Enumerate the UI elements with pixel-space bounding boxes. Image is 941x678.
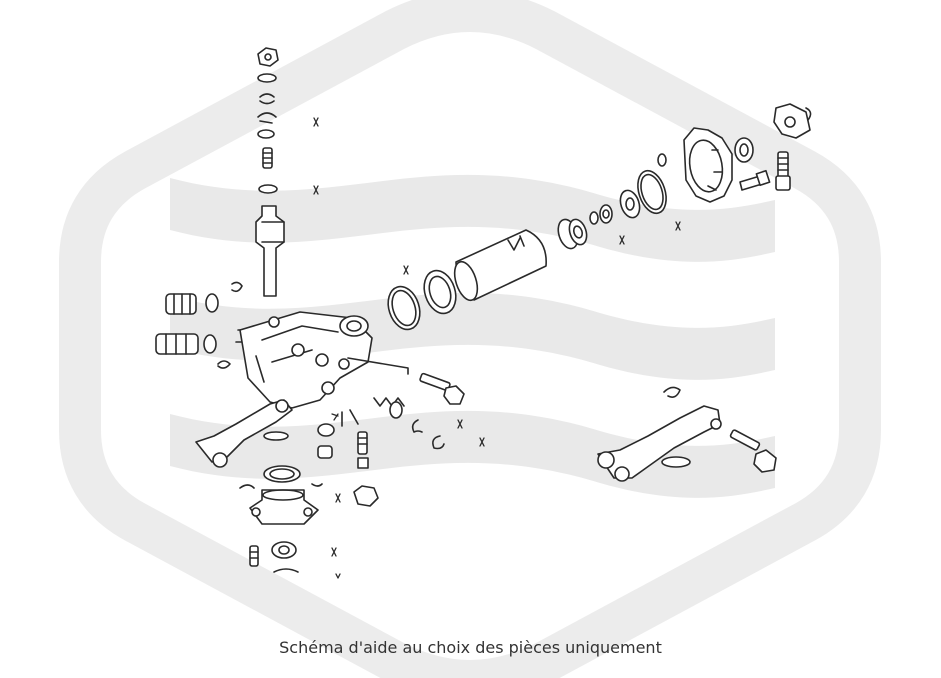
cap-screw [777,151,789,179]
housing-boss-4 [338,358,350,370]
gear-housing [239,311,409,409]
top-washer-1 [257,73,277,83]
top-washer-2 [257,129,275,139]
arm-alt-washer [661,456,691,468]
sector-shaft-parts [239,465,341,579]
sector-clip [239,483,323,489]
cylinder-seal-ring-1 [387,285,421,331]
tiny-ring [657,153,667,167]
end-cover-assembly [683,103,812,203]
plug [317,445,333,459]
lock-nut [353,485,379,507]
yoke-bracket [773,103,811,139]
small-washer-1 [589,211,599,225]
arm-clamp-bolt-head [753,449,777,473]
fitting-clip [231,281,243,293]
housing-boss-5 [321,381,335,395]
small-washer-2 [599,204,613,224]
housing-boss-3 [315,353,329,367]
arm-washer [263,431,289,441]
side-cover [249,489,319,525]
arm-clip [663,386,681,398]
caption: Schéma d'aide au choix des pièces unique… [279,638,662,657]
fitting-washer-lower [203,334,217,354]
cover-seal [734,137,754,163]
thrust-washer [619,189,641,219]
left-fittings [155,281,269,369]
top-clip-2 [257,112,277,124]
arm-clamp-bolt [729,429,761,451]
cylinder-seal-ring-2 [423,269,457,315]
long-bolt-head [443,385,465,405]
large-o-ring [637,169,667,215]
valve-spring [373,397,405,407]
input-shaft [255,205,285,297]
valve-ring-2 [568,218,588,246]
plug-ring [317,423,335,437]
pitman-arm-assembly [195,399,293,468]
hose-fitting-lower [155,333,199,355]
bleed-screw [357,457,369,469]
valve-parts-row [373,265,485,450]
housing-boss-2 [291,343,305,357]
top-clip-1 [259,93,275,105]
top-washer-3 [258,184,278,194]
housing-port-1 [339,315,369,337]
watermark-wave-1 [170,174,775,262]
side-clip [217,360,231,369]
valve-stack [557,153,681,250]
input-shaft-stack [255,47,319,297]
replacement-pitman-arm [597,386,777,482]
valve-washer-1 [389,401,403,419]
fitting-washer-upper [205,293,219,313]
cover-bolt [249,545,259,567]
piston-cylinder-row [387,229,547,331]
valve-clip-1 [411,419,423,433]
center-fasteners [317,409,379,507]
lower-snap-ring [273,568,299,573]
valve-clip-2 [432,435,445,450]
hose-fitting-upper [165,293,197,315]
top-nut [257,47,279,67]
lower-nut [271,541,297,559]
housing-boss-1 [268,316,280,328]
adjust-screw [357,431,368,455]
watermark-hexagon [59,0,881,678]
